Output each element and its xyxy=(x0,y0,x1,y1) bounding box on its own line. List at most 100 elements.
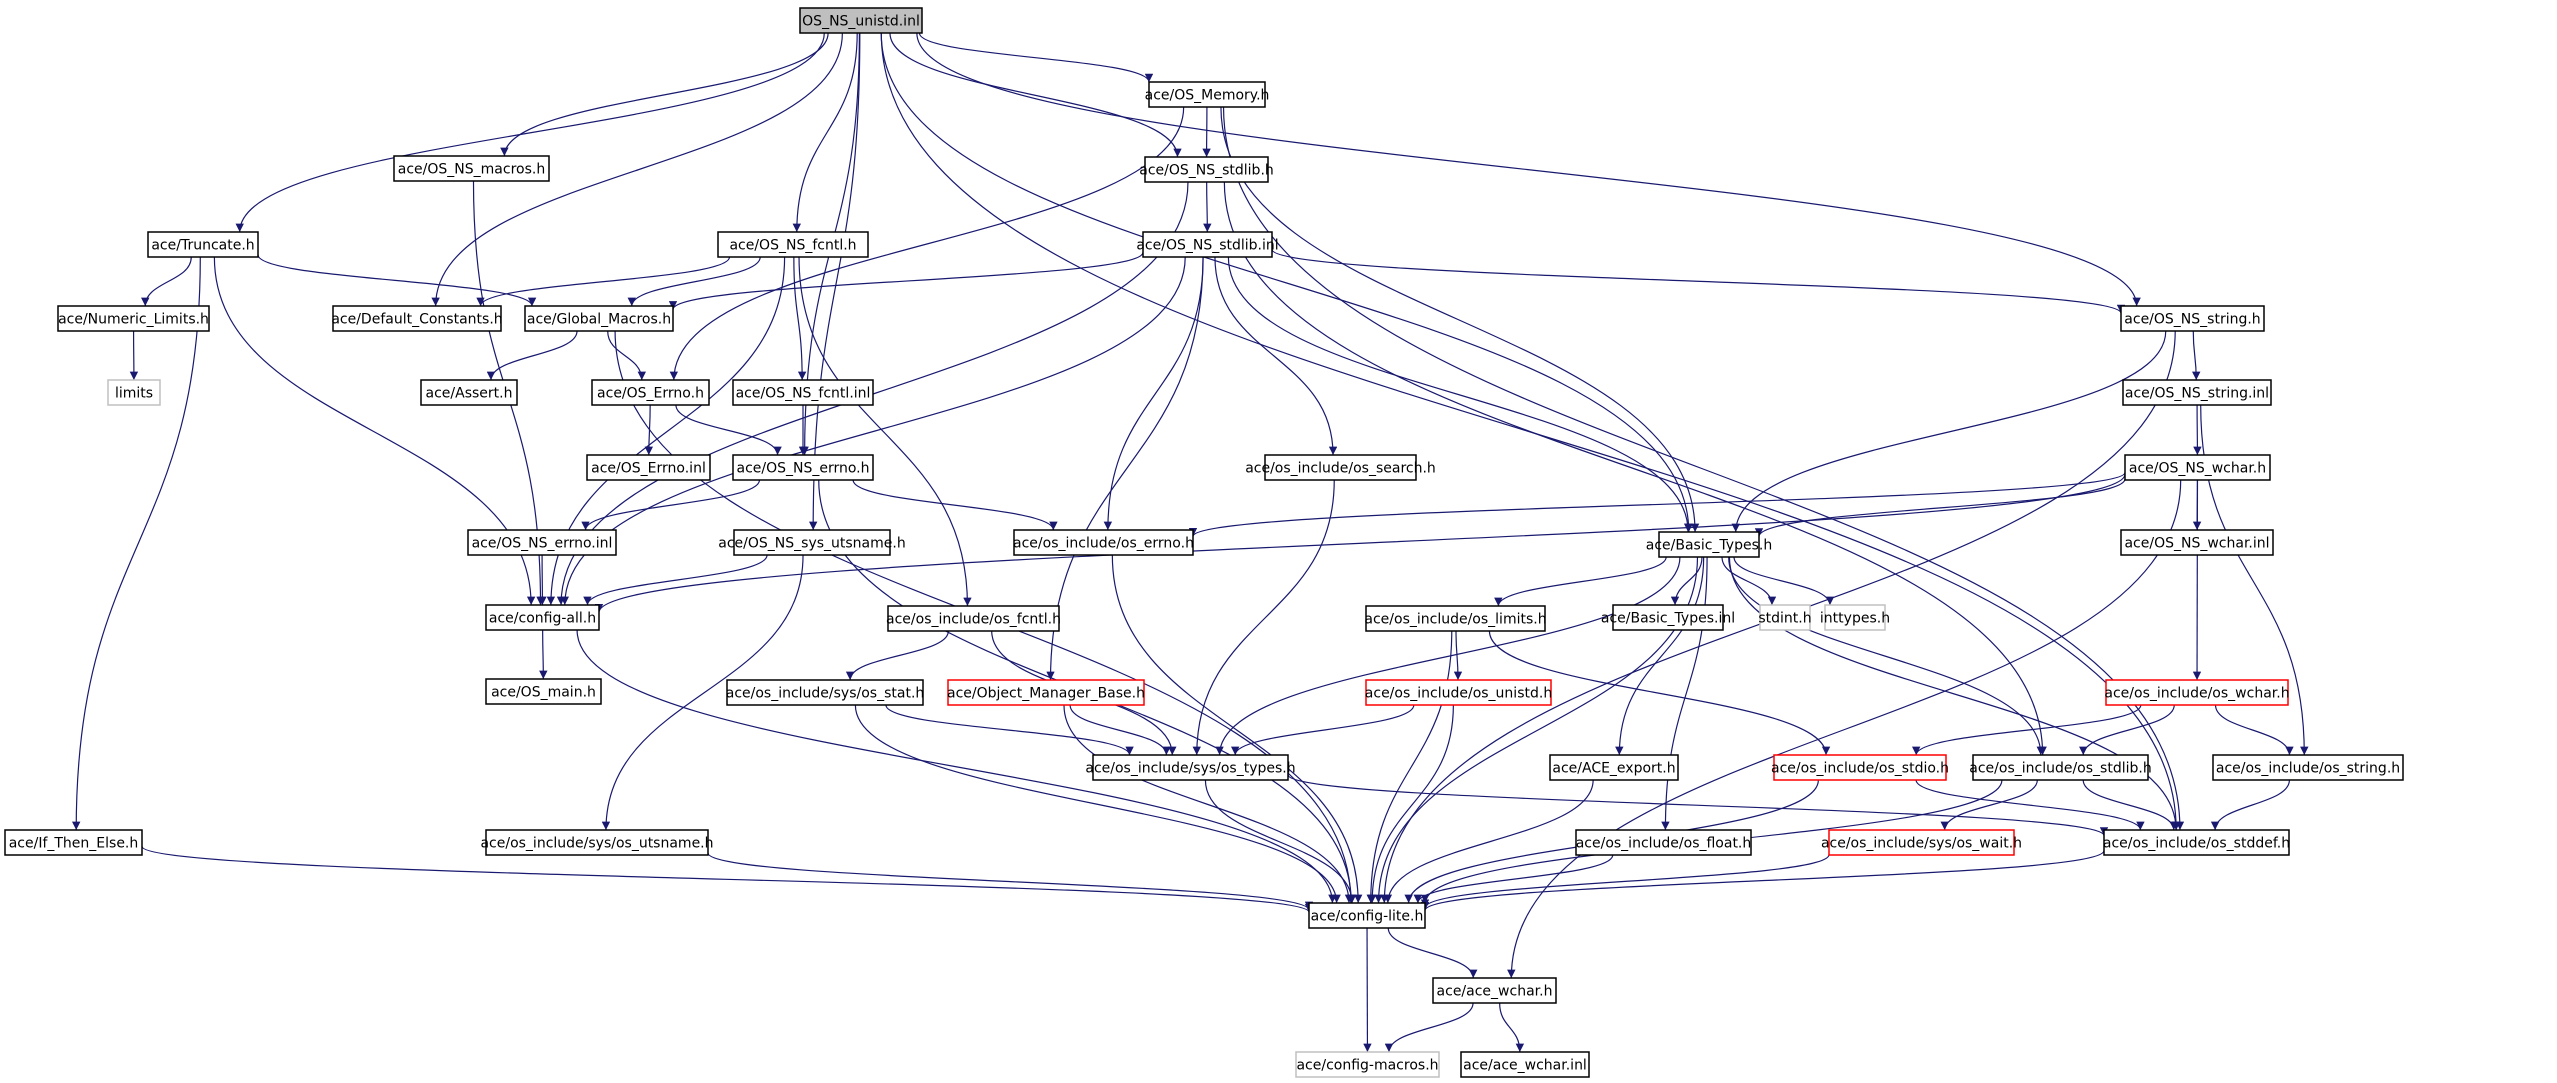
node-os-unistd-inc[interactable]: ace/os_include/os_unistd.h xyxy=(1365,679,1552,706)
node-basic-types-inl[interactable]: ace/Basic_Types.inl xyxy=(1601,604,1735,631)
node-box xyxy=(1773,754,1947,781)
edge-config_all-to-config_lite xyxy=(576,629,1337,904)
node-label: ace/os_include/os_fcntl.h xyxy=(886,612,1061,628)
node-label: ace/config-lite.h xyxy=(1311,909,1424,925)
node-os-utsname-inc[interactable]: ace/os_include/sys/os_utsname.h xyxy=(480,829,714,856)
node-os-main[interactable]: ace/OS_main.h xyxy=(485,678,602,705)
node-os-ns-stdlib-inl[interactable]: ace/OS_NS_stdlib.inl xyxy=(1136,231,1279,258)
node-inttypes: inttypes.h xyxy=(1820,604,1890,631)
edge-os_ns_stdlib_inl-to-object_manager_base xyxy=(1046,256,1204,681)
node-label: ace/os_include/os_stddef.h xyxy=(2103,836,2290,852)
edge-root-to-os_ns_string_h xyxy=(916,32,2141,307)
node-os-ns-fcntl-inl[interactable]: ace/OS_NS_fcntl.inl xyxy=(732,379,874,406)
edge-config_lite-to-ace_wchar_h xyxy=(1387,927,1478,979)
node-label: ace/Basic_Types.inl xyxy=(1601,611,1735,627)
node-label: limits xyxy=(115,386,153,402)
node-root[interactable]: OS_NS_unistd.inl xyxy=(799,7,923,34)
edge-basic_types_h-to-basic_types_inl xyxy=(1670,556,1703,606)
node-box xyxy=(57,305,210,332)
node-os-stddef-inc[interactable]: ace/os_include/os_stddef.h xyxy=(2103,829,2290,856)
node-label: ace/OS_NS_wchar.h xyxy=(2129,461,2266,477)
node-label: ace/os_include/os_errno.h xyxy=(1013,536,1194,552)
node-global-macros[interactable]: ace/Global_Macros.h xyxy=(524,305,674,332)
edge-os_wchar_inc-to-os_string_inc xyxy=(2214,704,2294,756)
node-config-lite[interactable]: ace/config-lite.h xyxy=(1308,902,1426,929)
edge-os_errno_h-to-os_ns_errno_h xyxy=(675,404,782,456)
node-os-float-inc[interactable]: ace/os_include/os_float.h xyxy=(1575,829,1752,856)
node-os-ns-errno-h[interactable]: ace/OS_NS_errno.h xyxy=(732,454,874,481)
edge-os_stddef_inc-to-config_lite xyxy=(1420,850,2105,911)
node-ace-export[interactable]: ace/ACE_export.h xyxy=(1549,754,1679,781)
node-os-ns-fcntl-h[interactable]: ace/OS_NS_fcntl.h xyxy=(717,231,869,258)
node-os-stat-inc[interactable]: ace/os_include/sys/os_stat.h xyxy=(726,679,925,706)
node-label: ace/os_include/os_stdlib.h xyxy=(1969,761,2151,777)
node-os-errno-h[interactable]: ace/OS_Errno.h xyxy=(591,379,710,406)
edge-ace_export-to-config_lite xyxy=(1383,779,1594,904)
edge-os_limits_inc-to-os_unistd_inc xyxy=(1453,630,1463,681)
node-label: ace/OS_NS_fcntl.h xyxy=(729,238,856,254)
node-box xyxy=(485,604,600,631)
node-os-memory[interactable]: ace/OS_Memory.h xyxy=(1145,81,1270,108)
node-os-ns-string-h[interactable]: ace/OS_NS_string.h xyxy=(2120,305,2265,332)
edge-os_ns_wchar_h-to-basic_types_h xyxy=(1754,478,2126,537)
node-os-ns-string-inl[interactable]: ace/OS_NS_string.inl xyxy=(2122,379,2272,406)
node-os-ns-errno-inl[interactable]: ace/OS_NS_errno.inl xyxy=(467,529,617,556)
node-os-stdlib-inc[interactable]: ace/os_include/os_stdlib.h xyxy=(1969,754,2152,781)
node-os-ns-wchar-inl[interactable]: ace/OS_NS_wchar.inl xyxy=(2120,529,2274,556)
edge-ace_wchar_h-to-config_macros xyxy=(1384,1002,1474,1053)
node-os-types-inc[interactable]: ace/os_include/sys/os_types.h xyxy=(1085,754,1296,781)
node-if-then-else[interactable]: ace/If_Then_Else.h xyxy=(4,829,143,856)
node-os-wait-inc[interactable]: ace/os_include/sys/os_wait.h xyxy=(1821,829,2022,856)
node-box xyxy=(1295,1051,1440,1078)
node-label: ace/Default_Constants.h xyxy=(331,312,502,328)
edge-os_ns_wchar_h-to-os_errno_inc xyxy=(1189,471,2126,537)
node-label: ace/Global_Macros.h xyxy=(527,312,671,328)
node-ace-wchar-inl[interactable]: ace/ace_wchar.inl xyxy=(1460,1051,1590,1078)
node-os-ns-wchar-h[interactable]: ace/OS_NS_wchar.h xyxy=(2124,454,2271,481)
node-os-ns-sys-utsname[interactable]: ace/OS_NS_sys_utsname.h xyxy=(718,529,906,556)
edge-os_ns_stdlib_inl-to-os_search xyxy=(1214,256,1338,456)
node-box xyxy=(717,231,869,258)
node-ace-wchar-h[interactable]: ace/ace_wchar.h xyxy=(1432,977,1557,1004)
node-os-string-inc[interactable]: ace/os_include/os_string.h xyxy=(2212,754,2404,781)
node-truncate[interactable]: ace/Truncate.h xyxy=(147,231,259,258)
edge-os_string_inc-to-os_stddef_inc xyxy=(2210,779,2291,831)
node-box xyxy=(1365,679,1552,706)
edge-os_ns_errno_h-to-os_errno_inc xyxy=(852,479,1058,531)
node-os-fcntl-inc[interactable]: ace/os_include/os_fcntl.h xyxy=(886,605,1061,632)
node-box xyxy=(1612,604,1724,631)
node-os-ns-stdlib-h[interactable]: ace/OS_NS_stdlib.h xyxy=(1139,156,1274,183)
edge-os_limits_inc-to-os_stdio_inc xyxy=(1488,630,1831,756)
node-box xyxy=(467,529,617,556)
node-label: ace/OS_NS_sys_utsname.h xyxy=(718,536,905,552)
node-config-all[interactable]: ace/config-all.h xyxy=(485,604,600,631)
node-os-stdio-inc[interactable]: ace/os_include/os_stdio.h xyxy=(1771,754,1949,781)
node-box xyxy=(4,829,143,856)
node-default-constants[interactable]: ace/Default_Constants.h xyxy=(331,305,503,332)
node-os-limits-inc[interactable]: ace/os_include/os_limits.h xyxy=(1364,605,1547,632)
node-box xyxy=(2120,529,2274,556)
node-numeric-limits[interactable]: ace/Numeric_Limits.h xyxy=(57,305,210,332)
edge-os_ns_errno_h-to-os_ns_errno_inl xyxy=(581,479,761,531)
node-os-search[interactable]: ace/os_include/os_search.h xyxy=(1245,454,1436,481)
node-label: OS_NS_unistd.inl xyxy=(802,14,920,30)
node-os-ns-macros[interactable]: ace/OS_NS_macros.h xyxy=(393,155,550,182)
node-object-manager-base[interactable]: ace/Object_Manager_Base.h xyxy=(947,679,1145,706)
node-os-errno-inl[interactable]: ace/OS_Errno.inl xyxy=(586,454,711,481)
edge-global_macros-to-os_errno_h xyxy=(607,330,646,381)
node-box xyxy=(1308,902,1426,929)
edge-os_limits_inc-to-config_lite xyxy=(1366,630,1453,904)
edge-os_errno_inc-to-config_lite xyxy=(1111,554,1363,904)
edge-os_search-to-os_types_inc xyxy=(1192,479,1335,756)
node-os-wchar-inc[interactable]: ace/os_include/os_wchar.h xyxy=(2104,679,2290,706)
node-box xyxy=(1828,829,2015,856)
node-label: ace/OS_NS_string.inl xyxy=(2125,386,2269,402)
node-box xyxy=(591,379,710,406)
node-label: ace/os_include/os_float.h xyxy=(1576,836,1752,852)
node-os-errno-inc[interactable]: ace/os_include/os_errno.h xyxy=(1013,529,1194,556)
node-basic-types-h[interactable]: ace/Basic_Types.h xyxy=(1646,531,1772,558)
edge-basic_types_h-to-inttypes xyxy=(1733,556,1835,606)
node-assert[interactable]: ace/Assert.h xyxy=(420,379,518,406)
node-label: ace/OS_NS_fcntl.inl xyxy=(736,386,871,402)
node-box xyxy=(586,454,711,481)
